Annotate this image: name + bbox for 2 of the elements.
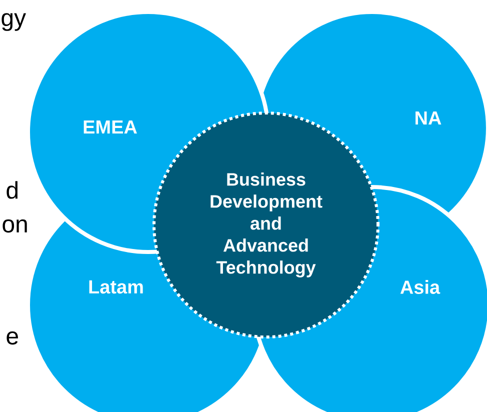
- side-text: d: [6, 181, 18, 199]
- side-text: on: [2, 219, 27, 233]
